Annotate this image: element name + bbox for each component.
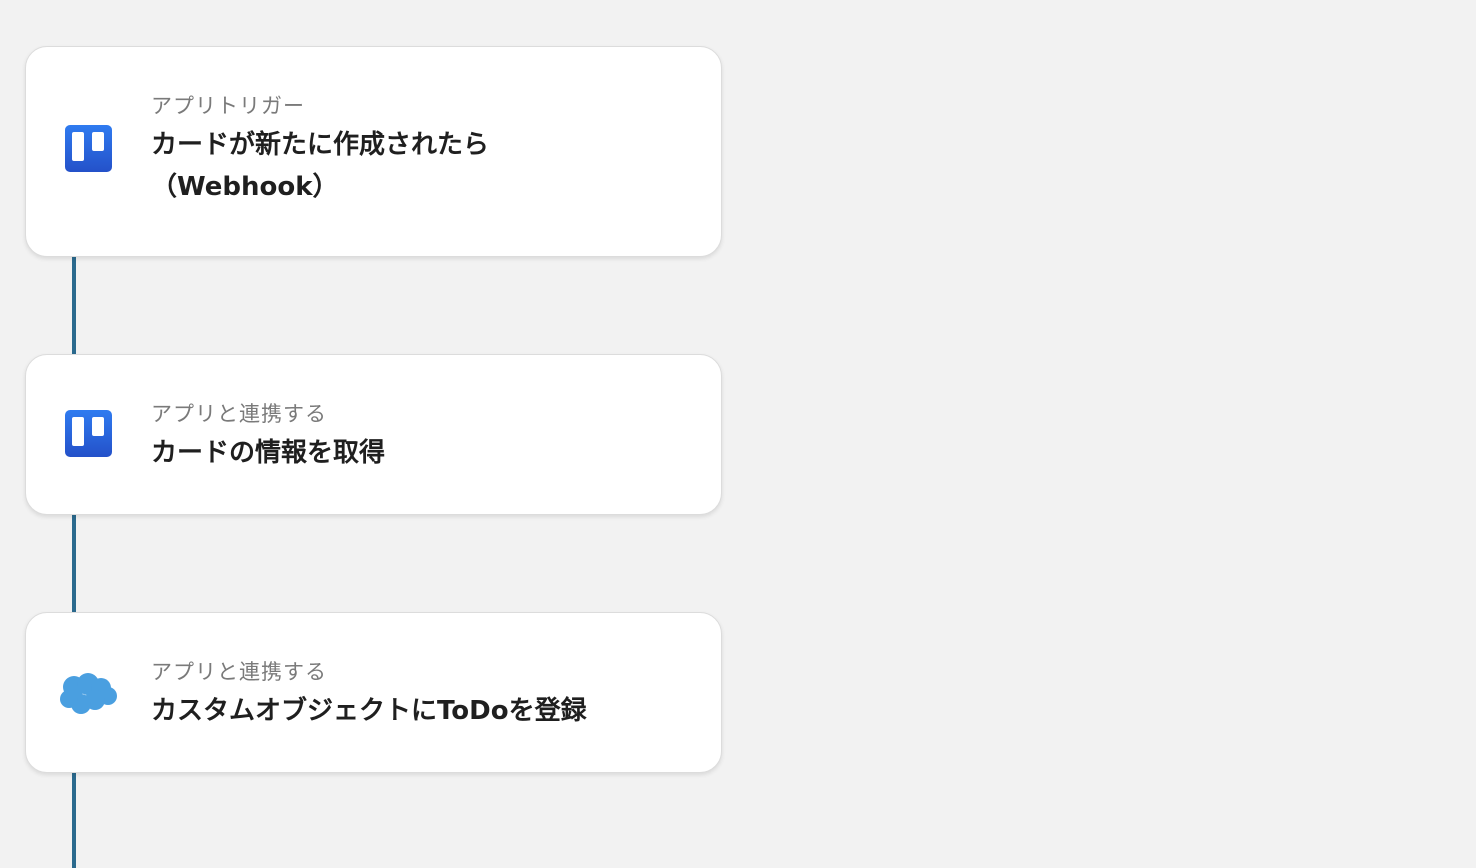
step-title: カードが新たに作成されたら （Webhook） bbox=[151, 124, 489, 208]
flow-connector-line bbox=[72, 256, 76, 354]
step-category-label: アプリトリガー bbox=[151, 94, 305, 118]
step-category-label: アプリと連携する bbox=[151, 402, 327, 426]
trello-icon bbox=[59, 122, 117, 180]
flow-step-action-card[interactable]: アプリと連携する カスタムオブジェクトにToDoを登録 bbox=[25, 612, 722, 773]
trello-icon bbox=[59, 407, 117, 465]
step-title: カードの情報を取得 bbox=[151, 432, 385, 474]
step-title: カスタムオブジェクトにToDoを登録 bbox=[151, 690, 587, 732]
step-title-line: カードが新たに作成されたら bbox=[151, 130, 490, 160]
salesforce-cloud-icon bbox=[59, 663, 117, 721]
flow-connector-line bbox=[72, 514, 76, 612]
step-title-line: （Webhook） bbox=[151, 172, 339, 202]
step-category-label: アプリと連携する bbox=[151, 660, 327, 684]
flow-connector-line bbox=[72, 772, 76, 868]
step-title-line: カスタムオブジェクトにToDoを登録 bbox=[151, 696, 587, 726]
flow-step-action-card[interactable]: アプリと連携する カードの情報を取得 bbox=[25, 354, 722, 515]
step-title-line: カードの情報を取得 bbox=[151, 438, 386, 468]
flow-step-trigger-card[interactable]: アプリトリガー カードが新たに作成されたら （Webhook） bbox=[25, 46, 722, 257]
